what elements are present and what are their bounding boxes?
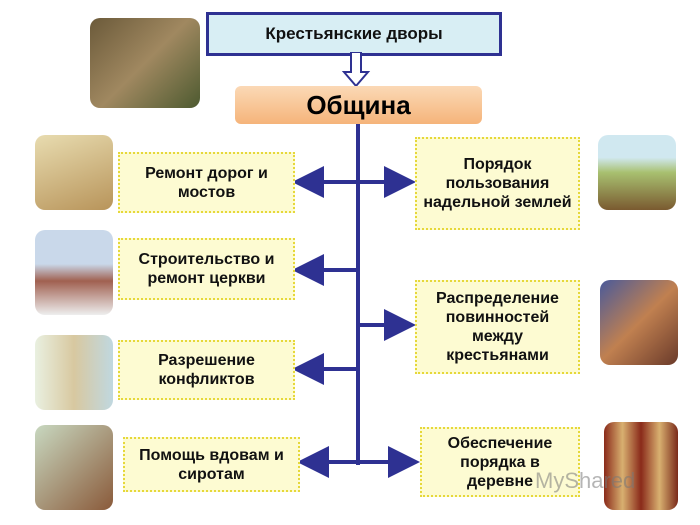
right-box-land: Порядок пользования надельной землей — [415, 137, 580, 230]
title-box: Крестьянские дворы — [206, 12, 502, 56]
village-image — [90, 18, 200, 108]
widow-image — [35, 425, 113, 510]
plowing-image — [598, 135, 676, 210]
watermark: MyShared — [535, 468, 636, 493]
bridge-image — [35, 135, 113, 210]
down-arrow-icon — [341, 52, 371, 88]
church-image — [35, 230, 113, 315]
left-box-conflicts: Разрешение конфликтов — [118, 340, 295, 400]
guards-image — [604, 422, 678, 510]
right-box-order: Обеспечение порядка в деревне — [420, 427, 580, 497]
duties-image — [600, 280, 678, 365]
center-box: Община — [235, 86, 482, 124]
left-box-roads: Ремонт дорог и мостов — [118, 152, 295, 213]
left-box-church: Строительство и ремонт церкви — [118, 238, 295, 300]
left-box-widows: Помощь вдовам и сиротам — [123, 437, 300, 492]
peasants-image — [35, 335, 113, 410]
right-box-duties: Распределение повинностей между крестьян… — [415, 280, 580, 374]
